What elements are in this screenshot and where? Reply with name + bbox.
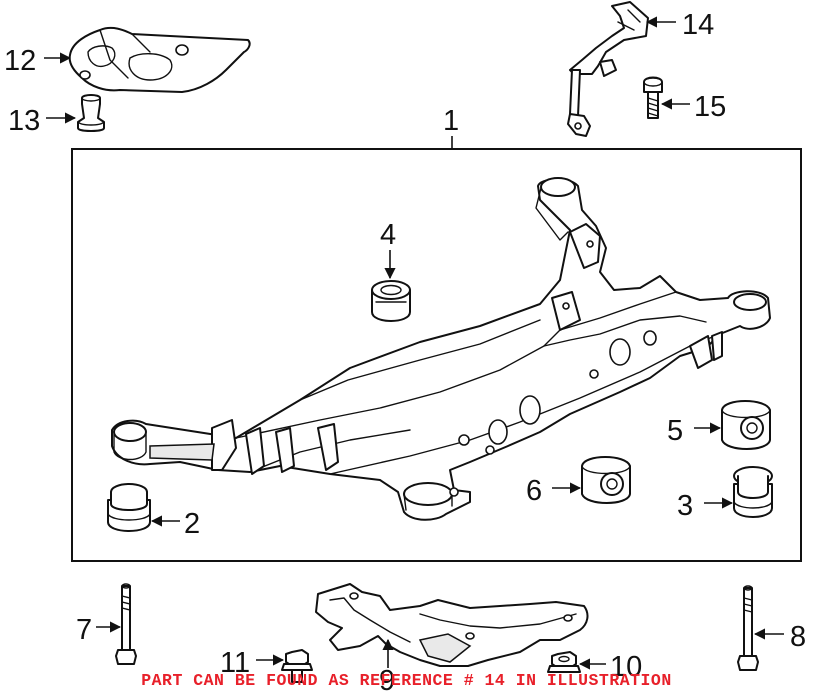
part-11-bolt[interactable]: [281, 649, 313, 683]
callout-9: 9: [379, 665, 395, 697]
part-10-nut[interactable]: [547, 651, 581, 673]
callout-8: 8: [790, 621, 806, 653]
part-3-bushing[interactable]: [733, 466, 773, 518]
callout-13: 13: [8, 105, 40, 137]
callout-15: 15: [694, 91, 726, 123]
callout-3: 3: [677, 490, 693, 522]
part-6-bushing[interactable]: [581, 456, 631, 504]
reference-notice: PART CAN BE FOUND AS REFERENCE # 14 IN I…: [141, 671, 672, 690]
part-1-subframe[interactable]: [111, 177, 771, 521]
callout-5: 5: [667, 415, 683, 447]
callout-14: 14: [682, 9, 714, 41]
part-15-bolt[interactable]: [643, 76, 663, 119]
callout-11: 11: [220, 647, 250, 679]
part-12-shield[interactable]: [68, 26, 251, 93]
callout-1: 1: [443, 105, 459, 137]
assembly-frame-box: [71, 148, 802, 562]
part-2-bushing[interactable]: [107, 483, 151, 532]
callout-12: 12: [4, 45, 36, 77]
callout-6: 6: [526, 475, 542, 507]
callout-2: 2: [184, 508, 200, 540]
part-5-bushing[interactable]: [721, 400, 771, 450]
callout-10: 10: [610, 651, 642, 683]
part-7-bolt[interactable]: [115, 583, 137, 665]
part-9-shield[interactable]: [315, 583, 589, 667]
callout-4: 4: [380, 219, 396, 251]
part-4-bushing[interactable]: [371, 280, 411, 322]
callout-7: 7: [76, 614, 92, 646]
part-14-bracket[interactable]: [567, 1, 649, 137]
part-8-bolt[interactable]: [737, 585, 759, 671]
part-13-bushing[interactable]: [77, 94, 105, 132]
